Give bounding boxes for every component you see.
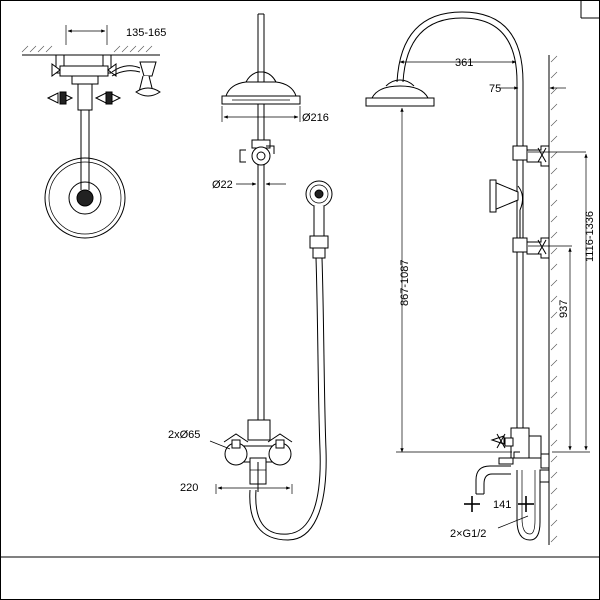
connections-label: 2×G1/2: [450, 528, 486, 540]
front-hand-shower: [305, 180, 333, 259]
front-mixer: [223, 419, 293, 492]
total-height-label: 1116-1336: [584, 211, 596, 262]
head-height-label: 867-1087: [399, 260, 411, 307]
front-hose-outer: [255, 257, 321, 535]
mixer-width-label: 220: [180, 482, 198, 494]
front-view: Ø216 Ø22: [168, 13, 333, 541]
top-view-wall: [21, 45, 160, 56]
hose-height-label: 937: [558, 300, 570, 318]
rod-diameter-label: Ø22: [212, 179, 233, 191]
front-hose-inner: [249, 257, 327, 541]
side-wall-bracket-lower: [512, 237, 550, 259]
front-shower-head: [221, 71, 301, 105]
side-mixer: [475, 427, 550, 541]
side-hand-shower: [489, 179, 524, 238]
top-view: 135-165: [21, 25, 166, 239]
head-diameter-label: Ø216: [302, 112, 329, 124]
side-gooseneck-inner: [396, 11, 524, 440]
top-width-label: 135-165: [126, 27, 166, 39]
side-view-wall: [548, 55, 558, 545]
top-view-shower-head: [44, 157, 126, 239]
mixer-flanges-label: 2xØ65: [168, 429, 200, 441]
side-view: 361 75: [365, 11, 596, 545]
side-shower-head: [365, 79, 435, 107]
arm-reach-label: 361: [455, 57, 473, 69]
side-wall-bracket-upper: [512, 145, 550, 167]
side-gooseneck-outer: [402, 17, 518, 440]
front-rod-holder: [239, 139, 275, 166]
spout-reach-label: 141: [493, 499, 511, 511]
wall-offset-label: 75: [489, 83, 501, 95]
top-view-mixer: [46, 54, 161, 111]
